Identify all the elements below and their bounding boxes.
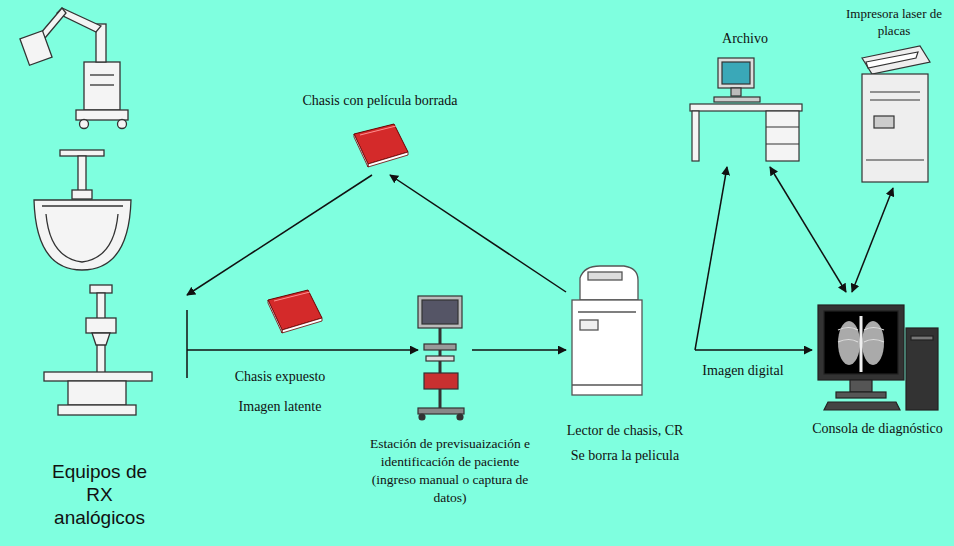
node-label: Archivo bbox=[722, 30, 768, 47]
arrow-connector bbox=[695, 349, 812, 351]
node-label: Equipos de RX analógicos bbox=[40, 460, 160, 529]
node-label: Consola de diagnóstico bbox=[812, 420, 943, 437]
cr-reader bbox=[572, 266, 642, 395]
table-xray-unit bbox=[44, 285, 152, 415]
preview-station bbox=[418, 296, 464, 420]
arrow-connector bbox=[472, 349, 566, 351]
cassette-icon bbox=[268, 290, 322, 333]
node-label: Chasis con película borrada bbox=[302, 92, 457, 109]
node-label: Lector de chasis, CR bbox=[567, 422, 684, 439]
cassette-node: Chasis con película borrada bbox=[290, 92, 470, 172]
laser-printer bbox=[862, 46, 930, 182]
archive-node: Archivo bbox=[680, 30, 810, 165]
mobile-xray-unit bbox=[20, 8, 128, 129]
reader-node: Lector de chasis, CR Se borra la pelicula bbox=[555, 262, 695, 467]
edge-label: Chasis expuesto Imagen latente bbox=[225, 362, 335, 422]
arrow-connector bbox=[852, 188, 893, 292]
arrow-connector bbox=[187, 175, 372, 295]
cassette-icon bbox=[354, 124, 408, 167]
edge-label: Imagen digital bbox=[693, 356, 793, 386]
bracket-line bbox=[186, 310, 188, 378]
console-node: Consola de diagnóstico bbox=[805, 292, 950, 442]
diagnostic-console bbox=[818, 305, 938, 410]
arrow-connector bbox=[695, 167, 727, 350]
node-label: Impresora laser de placas bbox=[837, 5, 951, 39]
archive-computer bbox=[690, 58, 802, 161]
printer-node: Impresora laser de placas bbox=[836, 5, 952, 188]
preview-station-node: Estación de previsuaización e identifica… bbox=[365, 290, 535, 540]
arrow-connector bbox=[390, 175, 566, 292]
equipment-group: Equipos de RX analógicos bbox=[12, 5, 187, 535]
node-label: Estación de previsuaización e identifica… bbox=[366, 435, 534, 507]
ceiling-xray-unit bbox=[34, 150, 131, 270]
arrow-connector bbox=[187, 349, 418, 351]
node-label: Se borra la pelicula bbox=[571, 447, 679, 464]
arrow-connector bbox=[770, 167, 846, 292]
